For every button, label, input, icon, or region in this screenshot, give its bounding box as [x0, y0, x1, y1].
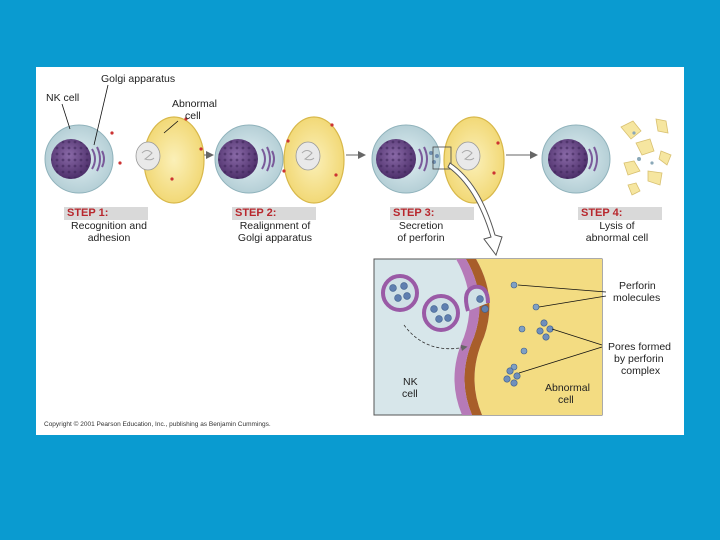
golgi-apparatus [588, 146, 598, 172]
zoom-box [432, 146, 452, 170]
abnormal-cell-nucleus [455, 141, 481, 171]
abnormal-cell-nucleus [295, 141, 321, 171]
copyright: Copyright © 2001 Pearson Education, Inc.… [44, 421, 271, 428]
zoom-arrow [447, 162, 503, 257]
step4-desc-line2: abnormal cell [585, 232, 649, 244]
step2-cells [214, 116, 345, 204]
step3-title: STEP 3: [390, 207, 474, 220]
label-inset-nk-2: cell [402, 388, 418, 400]
label-pores-formed-2: by perforin [614, 353, 664, 365]
perforin-pore [503, 367, 521, 387]
golgi-apparatus [418, 146, 428, 172]
label-inset-abnormal: Abnormal [545, 382, 590, 394]
abnormal-cell-nucleus [135, 141, 161, 171]
step1-desc-line1: Recognition and [71, 220, 147, 232]
label-perforin-molecules-2: molecules [613, 292, 661, 304]
step1-desc-line2: adhesion [87, 232, 131, 244]
perforin-inset [373, 258, 607, 416]
diagram-panel: Golgi apparatus NK cell Abnormal cell ST… [36, 67, 684, 435]
label-perforin-molecules: Perforin [619, 280, 656, 292]
step4-title: STEP 4: [578, 207, 662, 220]
lysed-cell-fragments [620, 118, 672, 196]
label-golgi-apparatus: Golgi apparatus [101, 73, 176, 85]
label-inset-abnormal-2: cell [558, 394, 574, 406]
golgi-apparatus [91, 146, 105, 172]
label-nk-cell: NK cell [46, 92, 80, 104]
label-inset-nk: NK [403, 376, 418, 388]
label-pores-formed-3: complex [621, 365, 661, 377]
label-abnormal-cell: Abnormal [172, 98, 217, 110]
label-abnormal-cell-2: cell [185, 110, 201, 122]
step2-title: STEP 2: [232, 207, 316, 220]
granule-vesicle [381, 274, 419, 312]
step3-desc-line1: Secretion [398, 220, 444, 232]
exocytosis-arrow [403, 324, 468, 352]
step4-cells [541, 118, 672, 196]
step4-desc-line1: Lysis of [599, 220, 635, 232]
granule-vesicle [422, 294, 460, 332]
step1-cells [44, 116, 205, 204]
cell-debris [632, 131, 654, 165]
step1-title: STEP 1: [64, 207, 148, 220]
step3-desc-line2: of perforin [397, 232, 445, 244]
callout-lines [517, 284, 607, 374]
nk-cell-lysis-diagram [44, 116, 672, 416]
step2-desc-line1: Realignment of [239, 220, 311, 232]
label-pores-formed: Pores formed [608, 341, 672, 353]
step2-desc-line2: Golgi apparatus [237, 232, 313, 244]
golgi-apparatus [261, 146, 275, 172]
perforin-molecules [510, 281, 540, 371]
step3-cells [371, 116, 505, 204]
